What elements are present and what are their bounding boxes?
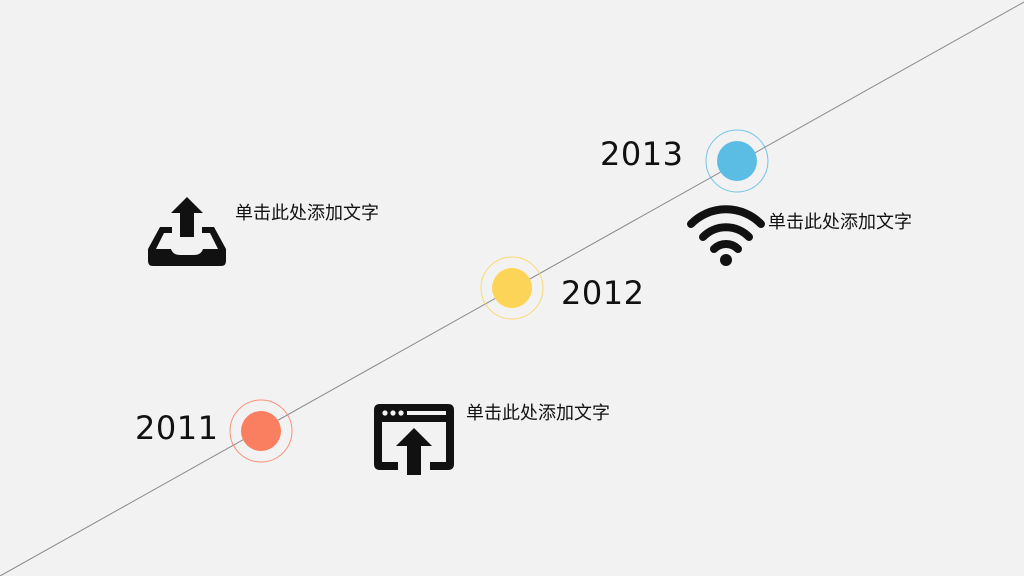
year-label-2012: 2012 — [561, 274, 645, 312]
browser-upload-icon — [374, 404, 454, 475]
marker-2012-ring — [480, 256, 544, 320]
inbox-upload-icon — [148, 197, 226, 266]
marker-2012-dot — [492, 268, 532, 308]
marker-2012 — [480, 256, 544, 320]
marker-2013 — [705, 129, 769, 193]
wifi-icon — [687, 205, 765, 266]
caption-2013[interactable]: 单击此处添加文字 — [768, 212, 912, 233]
year-label-2013: 2013 — [600, 135, 684, 173]
caption-2011[interactable]: 单击此处添加文字 — [466, 403, 610, 424]
marker-2011-ring — [229, 399, 293, 463]
marker-2013-ring — [705, 129, 769, 193]
marker-2013-dot — [717, 141, 757, 181]
caption-2012[interactable]: 单击此处添加文字 — [235, 203, 379, 224]
marker-2011-dot — [241, 411, 281, 451]
marker-2011 — [229, 399, 293, 463]
year-label-2011: 2011 — [135, 409, 219, 447]
